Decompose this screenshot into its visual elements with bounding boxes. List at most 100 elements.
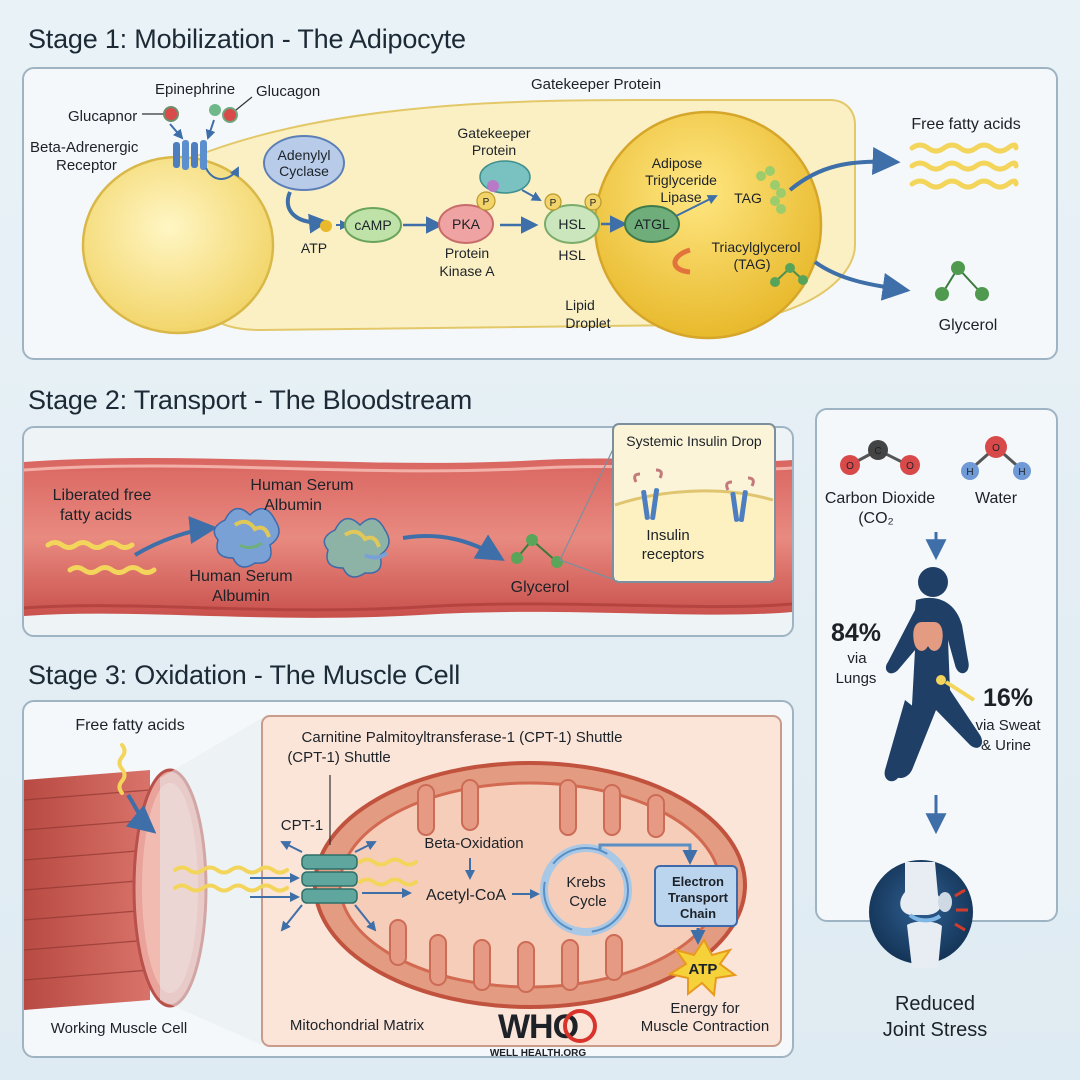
working-muscle-label: Working Muscle Cell: [51, 1020, 187, 1037]
cristae: [389, 779, 665, 993]
etc-box: [654, 865, 738, 927]
insulin-receptors-line1: Insulin: [646, 527, 689, 544]
energy-label-line1: Energy for: [670, 1000, 739, 1017]
pka-caption-line1: Protein: [445, 245, 489, 261]
cpt1-transporter: [301, 854, 358, 904]
muscle-fiber-body: [24, 770, 150, 1010]
lipid-droplet-label-line2: Droplet: [565, 315, 610, 331]
hsa-bottom-line1: Human Serum: [189, 568, 292, 585]
insulin-receptor-1: [633, 468, 663, 521]
adenylyl-cyclase-node: [263, 135, 345, 191]
tag-label: TAG: [734, 190, 762, 206]
camp-node: [344, 207, 402, 243]
triacylglycerol-label-line2: (TAG): [733, 256, 770, 272]
adenylyl-label-line1: Adenylyl: [278, 147, 331, 163]
liberated-fatty-acids: [45, 540, 157, 575]
cpt-fatty-acids: [173, 857, 418, 893]
gatekeeper-arrow: [521, 189, 542, 201]
water-molecule: H O H: [961, 436, 1031, 480]
cpt-title-line2: (CPT-1) Shuttle: [287, 749, 390, 766]
joint-label-line2: Joint Stress: [883, 1019, 987, 1041]
epinephrine-label: Epinephrine: [155, 81, 235, 98]
free-fatty-acid-chains: [909, 142, 1019, 190]
stage3-ffa-label: Free fatty acids: [75, 717, 184, 734]
lungs-percent: 84%: [831, 619, 881, 647]
krebs-label-line2: Cycle: [569, 893, 607, 910]
atgl-tag-arrow: [675, 195, 718, 217]
atgl-label: ATGL: [634, 216, 670, 232]
glycerol-out-arrow: [813, 260, 911, 301]
energy-label-line2: Muscle Contraction: [641, 1018, 769, 1035]
stage2-title: Stage 2: Transport - The Bloodstream: [28, 385, 473, 415]
insulin-receptor-2: [725, 476, 755, 522]
stage3-ffa-chain: [117, 743, 127, 795]
sweat-percent: 16%: [983, 684, 1033, 712]
epinephrine-molecule: [209, 104, 221, 116]
albumin-protein-2: [323, 517, 390, 578]
ffa-into-muscle-arrow: [125, 793, 157, 834]
stage1-title: Stage 1: Mobilization - The Adipocyte: [28, 24, 466, 54]
glycerol-label: Glycerol: [939, 317, 998, 334]
sweat-arrow: [944, 680, 976, 702]
stage3-atp-label: ATP: [689, 961, 718, 978]
gatekeeper-label-line1: Gatekeeper: [457, 125, 530, 141]
gatekeeper-label-line2: Protein: [472, 142, 516, 158]
insulin-membrane-fill: [615, 490, 773, 580]
acetyl-coa-label: Acetyl-CoA: [426, 887, 506, 904]
sweat-drop-icon: [936, 675, 946, 685]
ffa-out-arrow: [788, 147, 901, 192]
glucapnor-label: Glucapnor: [68, 108, 137, 125]
lipid-droplet-label-line1: Lipid: [565, 297, 595, 313]
etc-label-line3: Chain: [680, 906, 716, 921]
runner-silhouette: [884, 567, 983, 782]
glucagon-molecule: [222, 107, 238, 123]
beta-oxidation-label: Beta-Oxidation: [424, 835, 523, 852]
cpt-spray-4: [354, 904, 377, 932]
albumin-protein-1: [213, 507, 280, 568]
receptor-label-line1: Beta-Adrenergic: [30, 139, 139, 156]
co2-o-left: O: [846, 461, 854, 472]
pain-arrows: [954, 888, 968, 932]
stage3-title: Stage 3: Oxidation - The Muscle Cell: [28, 660, 461, 690]
cpt-spray-1: [280, 841, 303, 853]
co2-c: C: [874, 446, 881, 457]
hsa-bottom-line2: Albumin: [212, 588, 270, 605]
glucapnor-molecule: [163, 106, 179, 122]
hsa-top-line1: Human Serum: [250, 477, 353, 494]
atp-starburst: [667, 938, 738, 998]
free-fatty-acids-label: Free fatty acids: [911, 116, 1020, 133]
co2-label-line2: (CO₂: [858, 510, 894, 527]
albumin-to-glycerol-arrow: [402, 534, 505, 561]
hsl-phosphate-2-label: P: [590, 198, 597, 209]
hsl-caption: HSL: [558, 247, 585, 263]
cpt-spray-2: [280, 904, 303, 932]
glucagon-label: Glucagon: [256, 83, 320, 100]
gatekeeper-subunit: [487, 180, 499, 192]
pka-phosphate: [476, 191, 496, 211]
atp-label: ATP: [301, 240, 327, 256]
ffa-to-albumin-arrow: [133, 516, 218, 557]
gatekeeper-top-label: Gatekeeper Protein: [531, 76, 661, 93]
triacylglycerol-label-line1: Triacylglycerol: [712, 239, 801, 255]
hsa-top-line2: Albumin: [264, 497, 322, 514]
zoom-line-bottom: [559, 559, 616, 581]
liberated-label-line2: fatty acids: [60, 507, 132, 524]
adipose-label-line3: Lipase: [660, 189, 701, 205]
co2-o-right: O: [906, 461, 914, 472]
hormone-arrow-2: [205, 119, 216, 140]
camp-label: cAMP: [354, 217, 391, 233]
krebs-ring-arrows: [543, 847, 629, 933]
lungs-text-line2: Lungs: [836, 670, 877, 687]
adipose-label-line2: Triglyceride: [645, 172, 717, 188]
hormone-arrow-1: [169, 123, 184, 140]
zoom-line-top: [559, 444, 616, 561]
knee-joint-icon: [900, 862, 952, 968]
co2-label-line1: Carbon Dioxide: [825, 490, 935, 507]
pka-label: PKA: [452, 216, 481, 232]
lungs-icon: [913, 622, 943, 651]
tag-molecule-small: [770, 263, 808, 287]
adipose-label-line1: Adipose: [652, 155, 703, 171]
hsl-label: HSL: [558, 216, 585, 232]
matrix-label: Mitochondrial Matrix: [290, 1017, 425, 1034]
